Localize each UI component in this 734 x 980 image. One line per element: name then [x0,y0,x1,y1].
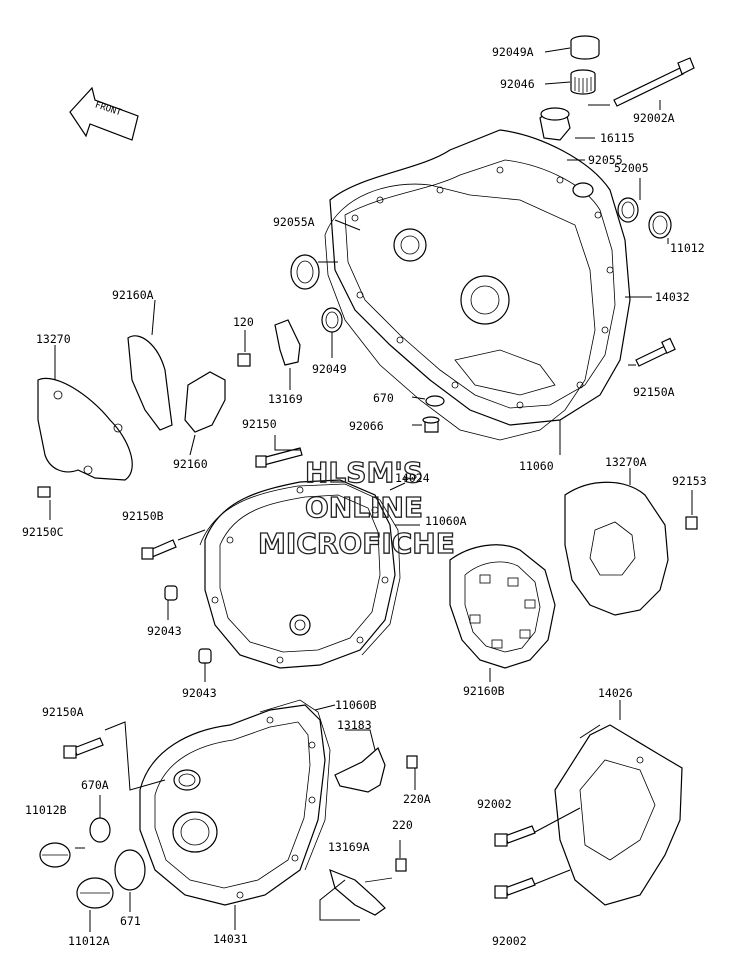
clutch-cover-14032 [329,129,631,426]
label-92160: 92160 [173,457,208,471]
label-92043-b: 92043 [182,686,217,700]
label-16115: 16115 [600,131,635,145]
bearing-92049a [570,35,600,60]
guard-13270a [564,481,669,616]
watermark-line-3: MICROFICHE [258,527,455,560]
label-92150a-bottom: 92150A [42,705,84,719]
gasket-11060a [199,483,401,656]
label-11012a: 11012A [68,934,110,948]
label-13169: 13169 [268,392,303,406]
label-13270: 13270 [36,332,71,346]
label-92002-a: 92002 [477,797,512,811]
label-14032: 14032 [655,290,690,304]
bolt-92153 [685,516,698,530]
sprocket-cover-14026 [554,724,683,906]
screw-220a [406,755,418,769]
label-13183: 13183 [337,718,372,732]
label-120: 120 [233,315,254,329]
oil-seal-92055a [290,254,320,290]
label-92049: 92049 [312,362,347,376]
label-92153: 92153 [672,474,707,488]
label-14024: 14024 [395,471,430,485]
label-92150b: 92150B [122,509,164,523]
plug-92066 [422,416,440,433]
label-11060b: 11060B [335,698,377,712]
label-92002a: 92002A [633,111,675,125]
label-92043-a: 92043 [147,624,182,638]
pad-92160a [127,335,173,431]
oil-seal-52005 [617,197,639,223]
bolt-92150 [255,447,303,468]
label-92002-b: 92002 [492,934,527,948]
pad-92160 [184,371,226,433]
watermark-line-1: HLSM'S [305,456,423,489]
label-671: 671 [120,914,141,928]
label-92150c: 92150C [22,525,64,539]
label-220: 220 [392,818,413,832]
screw-120 [237,353,251,367]
generator-cover-14031 [139,704,326,906]
plug-11012a [76,877,114,909]
bracket-13270 [37,377,133,481]
label-11012b: 11012B [25,803,67,817]
bracket-13169a [329,868,393,916]
bolt-92150a-top [635,337,676,367]
guard-92160b [449,544,556,669]
front-arrow-icon: FRONT [69,86,139,141]
bolt-92150b [141,539,177,560]
oil-filler-cap-16115 [539,107,571,141]
gasket-11060 [324,183,596,441]
label-92150: 92150 [242,417,277,431]
label-92150a-top: 92150A [633,385,675,399]
label-11060a: 11060A [425,514,467,528]
plug-11012 [648,211,672,239]
label-92049a: 92049A [492,45,534,59]
label-52005: 52005 [614,161,649,175]
plug-11012b [39,842,71,868]
bolt-92150c [37,486,51,498]
oring-670 [425,395,445,407]
bracket-13183 [334,746,386,793]
bracket-13169 [274,319,301,366]
bolt-92150a-bottom [63,737,104,759]
label-220a: 220A [403,792,431,806]
label-14026: 14026 [598,686,633,700]
label-11012: 11012 [670,241,705,255]
gasket-11060b [259,699,331,871]
label-14031: 14031 [213,932,248,946]
long-bolt-92002a [613,57,695,107]
bolt-92002-b [494,877,536,899]
bolt-92002-a [494,825,536,847]
label-92046: 92046 [500,77,535,91]
leader-lines [49,47,693,932]
part-labels: 92049A 92046 92002A 16115 92055 52005 92… [22,45,707,948]
label-670: 670 [373,391,394,405]
needle-bearing-92046 [570,69,596,95]
oring-670a [89,817,111,843]
label-92055: 92055 [588,153,623,167]
label-13270a: 13270A [605,455,647,469]
screw-220 [395,858,407,872]
watermark: HLSM'S ONLINE MICROFICHE [257,455,455,560]
label-92066: 92066 [349,419,384,433]
label-670a: 670A [81,778,109,792]
dowel-92043-a [164,585,178,601]
oil-seal-92049 [321,307,343,333]
label-92055a: 92055A [273,215,315,229]
label-92160b: 92160B [463,684,505,698]
watermark-line-2: ONLINE [305,491,423,524]
label-92160a: 92160A [112,288,154,302]
label-11060: 11060 [519,459,554,473]
dowel-92043-b [198,648,212,664]
label-13169a: 13169A [328,840,370,854]
oring-671 [114,849,146,891]
